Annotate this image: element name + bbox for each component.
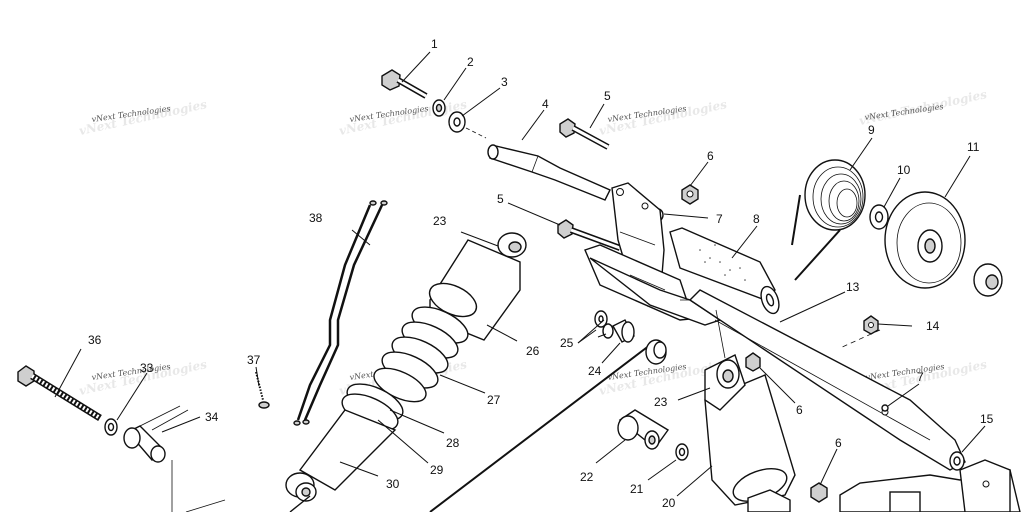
callout-25: 25 [560,336,574,350]
part-10-washer [869,204,889,230]
callout-9: 9 [868,123,875,137]
callout-2: 2 [467,55,474,69]
callout-21: 21 [630,482,644,496]
callout-30: 30 [386,477,400,491]
part-1-bolt [381,69,428,99]
callout-13: 13 [846,280,860,294]
part-5-bolt-lower [557,219,622,251]
callout-23-upper: 23 [433,214,447,228]
part-26-shock-body [428,232,527,341]
callout-6-mid: 6 [796,403,803,417]
part-4-shaft [487,144,611,201]
part-34-spacer-sleeve [123,405,189,512]
callout-8: 8 [753,212,760,226]
callout-14: 14 [926,319,940,333]
callout-37: 37 [247,353,261,367]
callout-27: 27 [487,393,501,407]
part-rod-end [645,339,667,365]
part-21-washer [675,443,689,461]
callout-5-lower: 5 [497,192,504,206]
part-15-end-bushing [949,451,965,471]
part-3-flat-washer [448,111,466,133]
callout-10: 10 [897,163,911,177]
leader-lines [54,51,986,497]
callout-1: 1 [431,37,438,51]
part-8-bushing-tube [669,227,780,315]
callout-3: 3 [501,75,508,89]
part-27-spring-boot [373,306,469,403]
part-7-washer-lower [881,404,889,412]
callout-7-lower: 7 [917,370,924,384]
lower-left-bracket [185,499,226,512]
part-24-bushing [612,319,635,343]
part-22-bushing-block [617,409,670,450]
part-37-pin [255,371,270,409]
part-38-wire-lead [293,200,388,426]
part-9-torsion-spring [791,159,866,281]
callout-20: 20 [662,496,676,510]
callout-7-upper: 7 [716,212,723,226]
part-11-wheel [884,191,966,289]
callout-36: 36 [88,333,102,347]
callout-22: 22 [580,470,594,484]
part-6-nut-upper [681,184,699,205]
part-6-nut-lower [810,482,828,503]
part-spacer-right [973,263,1003,297]
callout-38: 38 [309,211,323,225]
callout-29: 29 [430,463,444,477]
centerline [839,329,881,349]
part-20-lower-shock [704,309,796,512]
part-13-arm [688,289,966,471]
callout-15: 15 [980,412,994,426]
part-36-long-bolt [17,365,102,421]
part-14-nut [863,315,879,335]
callout-24: 24 [588,364,602,378]
callout-26: 26 [526,344,540,358]
callout-4: 4 [542,97,549,111]
part-33-washer [104,418,118,436]
callout-labels: 1 2 3 4 5 5 6 6 6 7 7 8 9 10 11 13 14 15… [88,37,994,510]
callout-23-lower: 23 [654,395,668,409]
centerline [465,127,487,139]
lower-housing [839,459,1021,512]
callout-6-upper: 6 [707,149,714,163]
part-30-shock-lower [285,409,397,512]
callout-5-upper: 5 [604,89,611,103]
part-2-lock-washer [432,99,446,117]
long-rod [429,344,651,512]
callout-11: 11 [967,140,980,154]
part-5-bolt-upper [559,118,610,150]
callout-6-lower: 6 [835,436,842,450]
callout-34: 34 [205,410,219,424]
part-6-nut-mid [745,352,761,372]
callout-28: 28 [446,436,460,450]
part-25-washers [594,310,614,339]
callout-33: 33 [140,361,154,375]
